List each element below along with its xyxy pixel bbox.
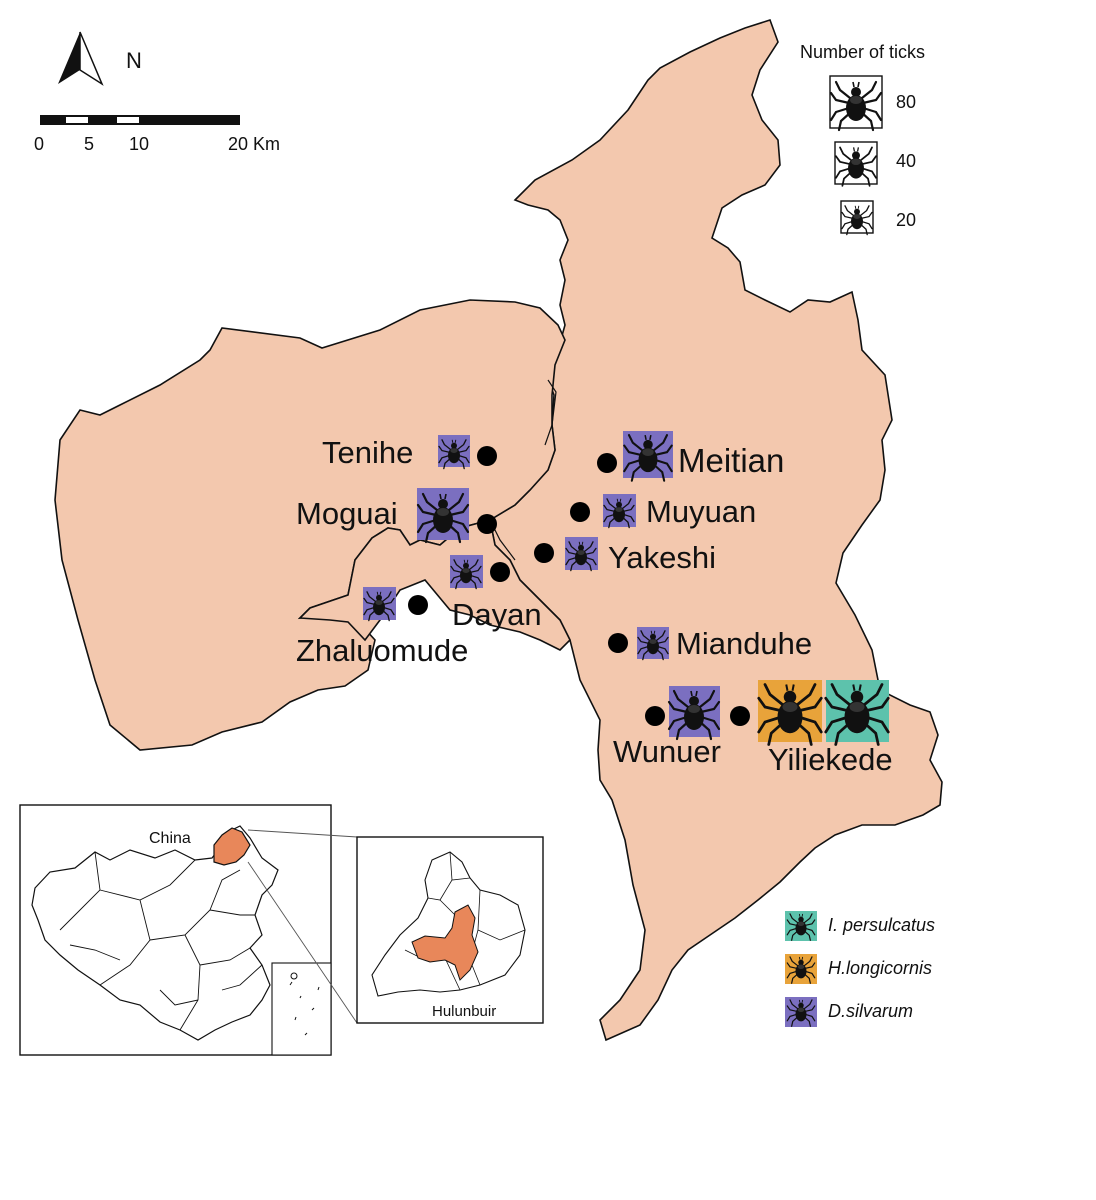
- size-legend-80: 80: [896, 92, 916, 112]
- hulunbuir-highlight: [213, 827, 251, 866]
- label-mianduhe: Mianduhe: [676, 626, 812, 661]
- species-legend: I. persulcatus H.longicornis D.silvarum: [785, 911, 935, 1027]
- inset-china: China: [19, 804, 332, 1056]
- size-legend-20: 20: [896, 210, 916, 230]
- species-label-hlongicornis: H.longicornis: [828, 958, 932, 978]
- inset-hulunbuir: Hulunbuir: [356, 836, 544, 1024]
- site-dot-yiliekede: [730, 706, 750, 726]
- china-provinces: [59, 851, 263, 1031]
- label-yiliekede: Yiliekede: [768, 742, 893, 777]
- place-labels: Tenihe Moguai Dayan Zhaluomude Meitian M…: [296, 435, 893, 777]
- label-muyuan: Muyuan: [646, 494, 756, 529]
- scale-bar: 0 5 10 20 Km: [34, 115, 280, 154]
- study-area-highlight: [411, 904, 479, 981]
- scale-tick-20: 20 Km: [228, 134, 280, 154]
- inset-country-label: China: [149, 830, 191, 847]
- scale-tick-5: 5: [84, 134, 94, 154]
- scale-tick-10: 10: [129, 134, 149, 154]
- size-legend: Number of ticks 80 40 20: [800, 42, 925, 236]
- label-dayan: Dayan: [452, 597, 542, 632]
- inset-connectors: [247, 829, 358, 1024]
- tick-symbols: [363, 431, 890, 746]
- scale-tick-0: 0: [34, 134, 44, 154]
- label-moguai: Moguai: [296, 496, 398, 531]
- size-legend-title: Number of ticks: [800, 42, 925, 62]
- label-wunuer: Wunuer: [613, 734, 721, 769]
- species-label-ipersulcatus: I. persulcatus: [828, 915, 935, 935]
- site-dot-dayan: [490, 562, 510, 582]
- inset-region-label: Hulunbuir: [432, 1003, 496, 1020]
- label-meitian: Meitian: [678, 442, 784, 479]
- north-arrow: N: [58, 31, 142, 86]
- site-dot-mianduhe: [608, 633, 628, 653]
- site-dot-wunuer: [645, 706, 665, 726]
- site-dot-muyuan: [570, 502, 590, 522]
- site-dot-tenihe: [477, 446, 497, 466]
- size-legend-40: 40: [896, 151, 916, 171]
- label-yakeshi: Yakeshi: [608, 540, 716, 575]
- site-dots: [408, 446, 750, 726]
- label-zhaluomude: Zhaluomude: [296, 633, 468, 668]
- site-dot-moguai: [477, 514, 497, 534]
- species-label-dsilvarum: D.silvarum: [828, 1001, 913, 1021]
- site-dot-yakeshi: [534, 543, 554, 563]
- south-china-sea-box: [271, 962, 332, 1056]
- label-tenihe: Tenihe: [322, 435, 413, 470]
- north-label: N: [126, 48, 142, 73]
- site-dot-zhaluomude: [408, 595, 428, 615]
- china-outline: [31, 825, 279, 1041]
- site-dot-meitian: [597, 453, 617, 473]
